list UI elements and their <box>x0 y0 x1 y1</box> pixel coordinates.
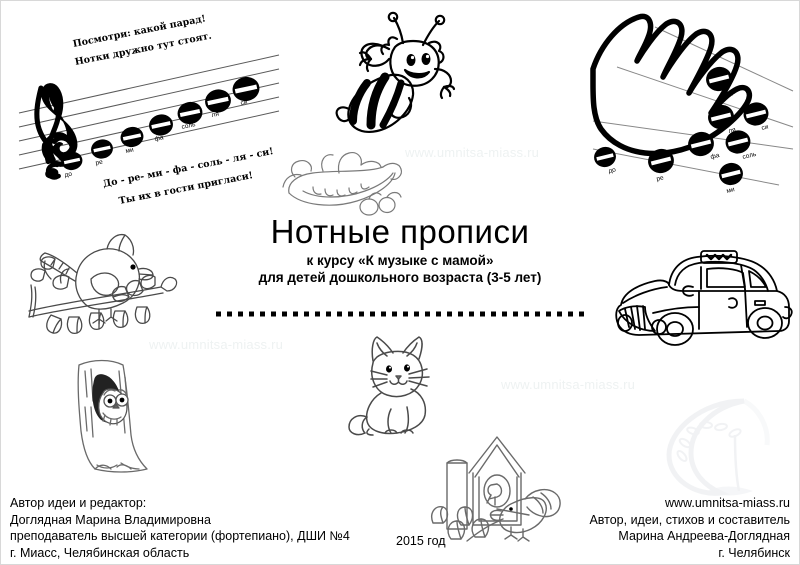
dotted-divider <box>214 311 586 317</box>
footer-right-credits: www.umnitsa-miass.ru Автор, идеи, стихов… <box>589 495 790 561</box>
owl-in-tree-illustration <box>59 357 169 485</box>
hand-note-label: до <box>728 88 737 97</box>
footer-right-line: Автор, идеи, стихов и составитель <box>589 512 790 527</box>
bee-illustration <box>333 11 456 145</box>
hand-note-label: соль <box>742 151 758 161</box>
subtitle-line-2: для детей дошкольного возраста (3-5 лет) <box>258 269 542 285</box>
note-name-labels: до ре ми фа соль ля си <box>64 99 249 179</box>
subtitle-line-1: к курсу «К музыке с мамой» <box>306 252 494 268</box>
publication-year: 2015 год <box>396 534 446 548</box>
hand-note-label: ре <box>656 174 665 183</box>
footer-left-line: Автор идеи и редактор: <box>10 496 147 510</box>
treble-clef-icon <box>34 83 78 180</box>
footer-left-line: Доглядная Марина Владимировна <box>10 512 211 527</box>
birdhouse-illustration <box>431 429 583 557</box>
hand-note-label: до <box>608 166 617 175</box>
note-heads <box>61 76 260 171</box>
title-block: Нотные прописи к курсу «К музыке с мамой… <box>1 213 799 286</box>
footer-left-line: преподаватель высшей категории (фортепиа… <box>10 529 350 543</box>
bird-on-branch-illustration <box>11 225 181 349</box>
hand-diagram-illustration: до ре ми фа соль ля си до <box>590 9 799 209</box>
watermark-text: www.umnitsa-miass.ru <box>405 145 540 160</box>
note-label: соль <box>181 121 197 131</box>
footer-left-credits: Автор идеи и редактор: Доглядная Марина … <box>10 495 350 561</box>
hand-note-heads <box>594 66 769 186</box>
moon-logo-icon <box>649 393 779 508</box>
footer-website-link[interactable]: www.umnitsa-miass.ru <box>664 496 790 510</box>
taxi-car-illustration <box>609 243 795 349</box>
page-title: Нотные прописи <box>270 213 530 250</box>
pea-pod-illustration <box>282 147 409 219</box>
note-label: ре <box>95 159 104 167</box>
note-label: ми <box>125 146 135 155</box>
hand-note-label: ми <box>726 186 736 195</box>
music-staff-illustration: до ре ми фа соль ля си Посмотри: какой п… <box>9 9 299 209</box>
kitten-illustration <box>343 333 449 439</box>
hand-note-label: си <box>761 123 770 132</box>
note-label: до <box>64 170 73 178</box>
footer-right-line: Марина Андреева-Доглядная <box>618 529 790 543</box>
watermark-text: www.umnitsa-miass.ru <box>501 377 636 392</box>
footer-left-line: г. Миасс, Челябинская область <box>10 545 190 560</box>
hand-note-label: ля <box>728 126 737 135</box>
hand-note-labels: до ре ми фа соль ля си до <box>608 88 770 195</box>
footer-right-line: г. Челябинск <box>718 545 790 560</box>
hand-note-label: фа <box>710 152 721 161</box>
note-label: си <box>240 99 249 107</box>
note-label: фа <box>154 134 165 143</box>
note-label: ля <box>211 110 220 118</box>
